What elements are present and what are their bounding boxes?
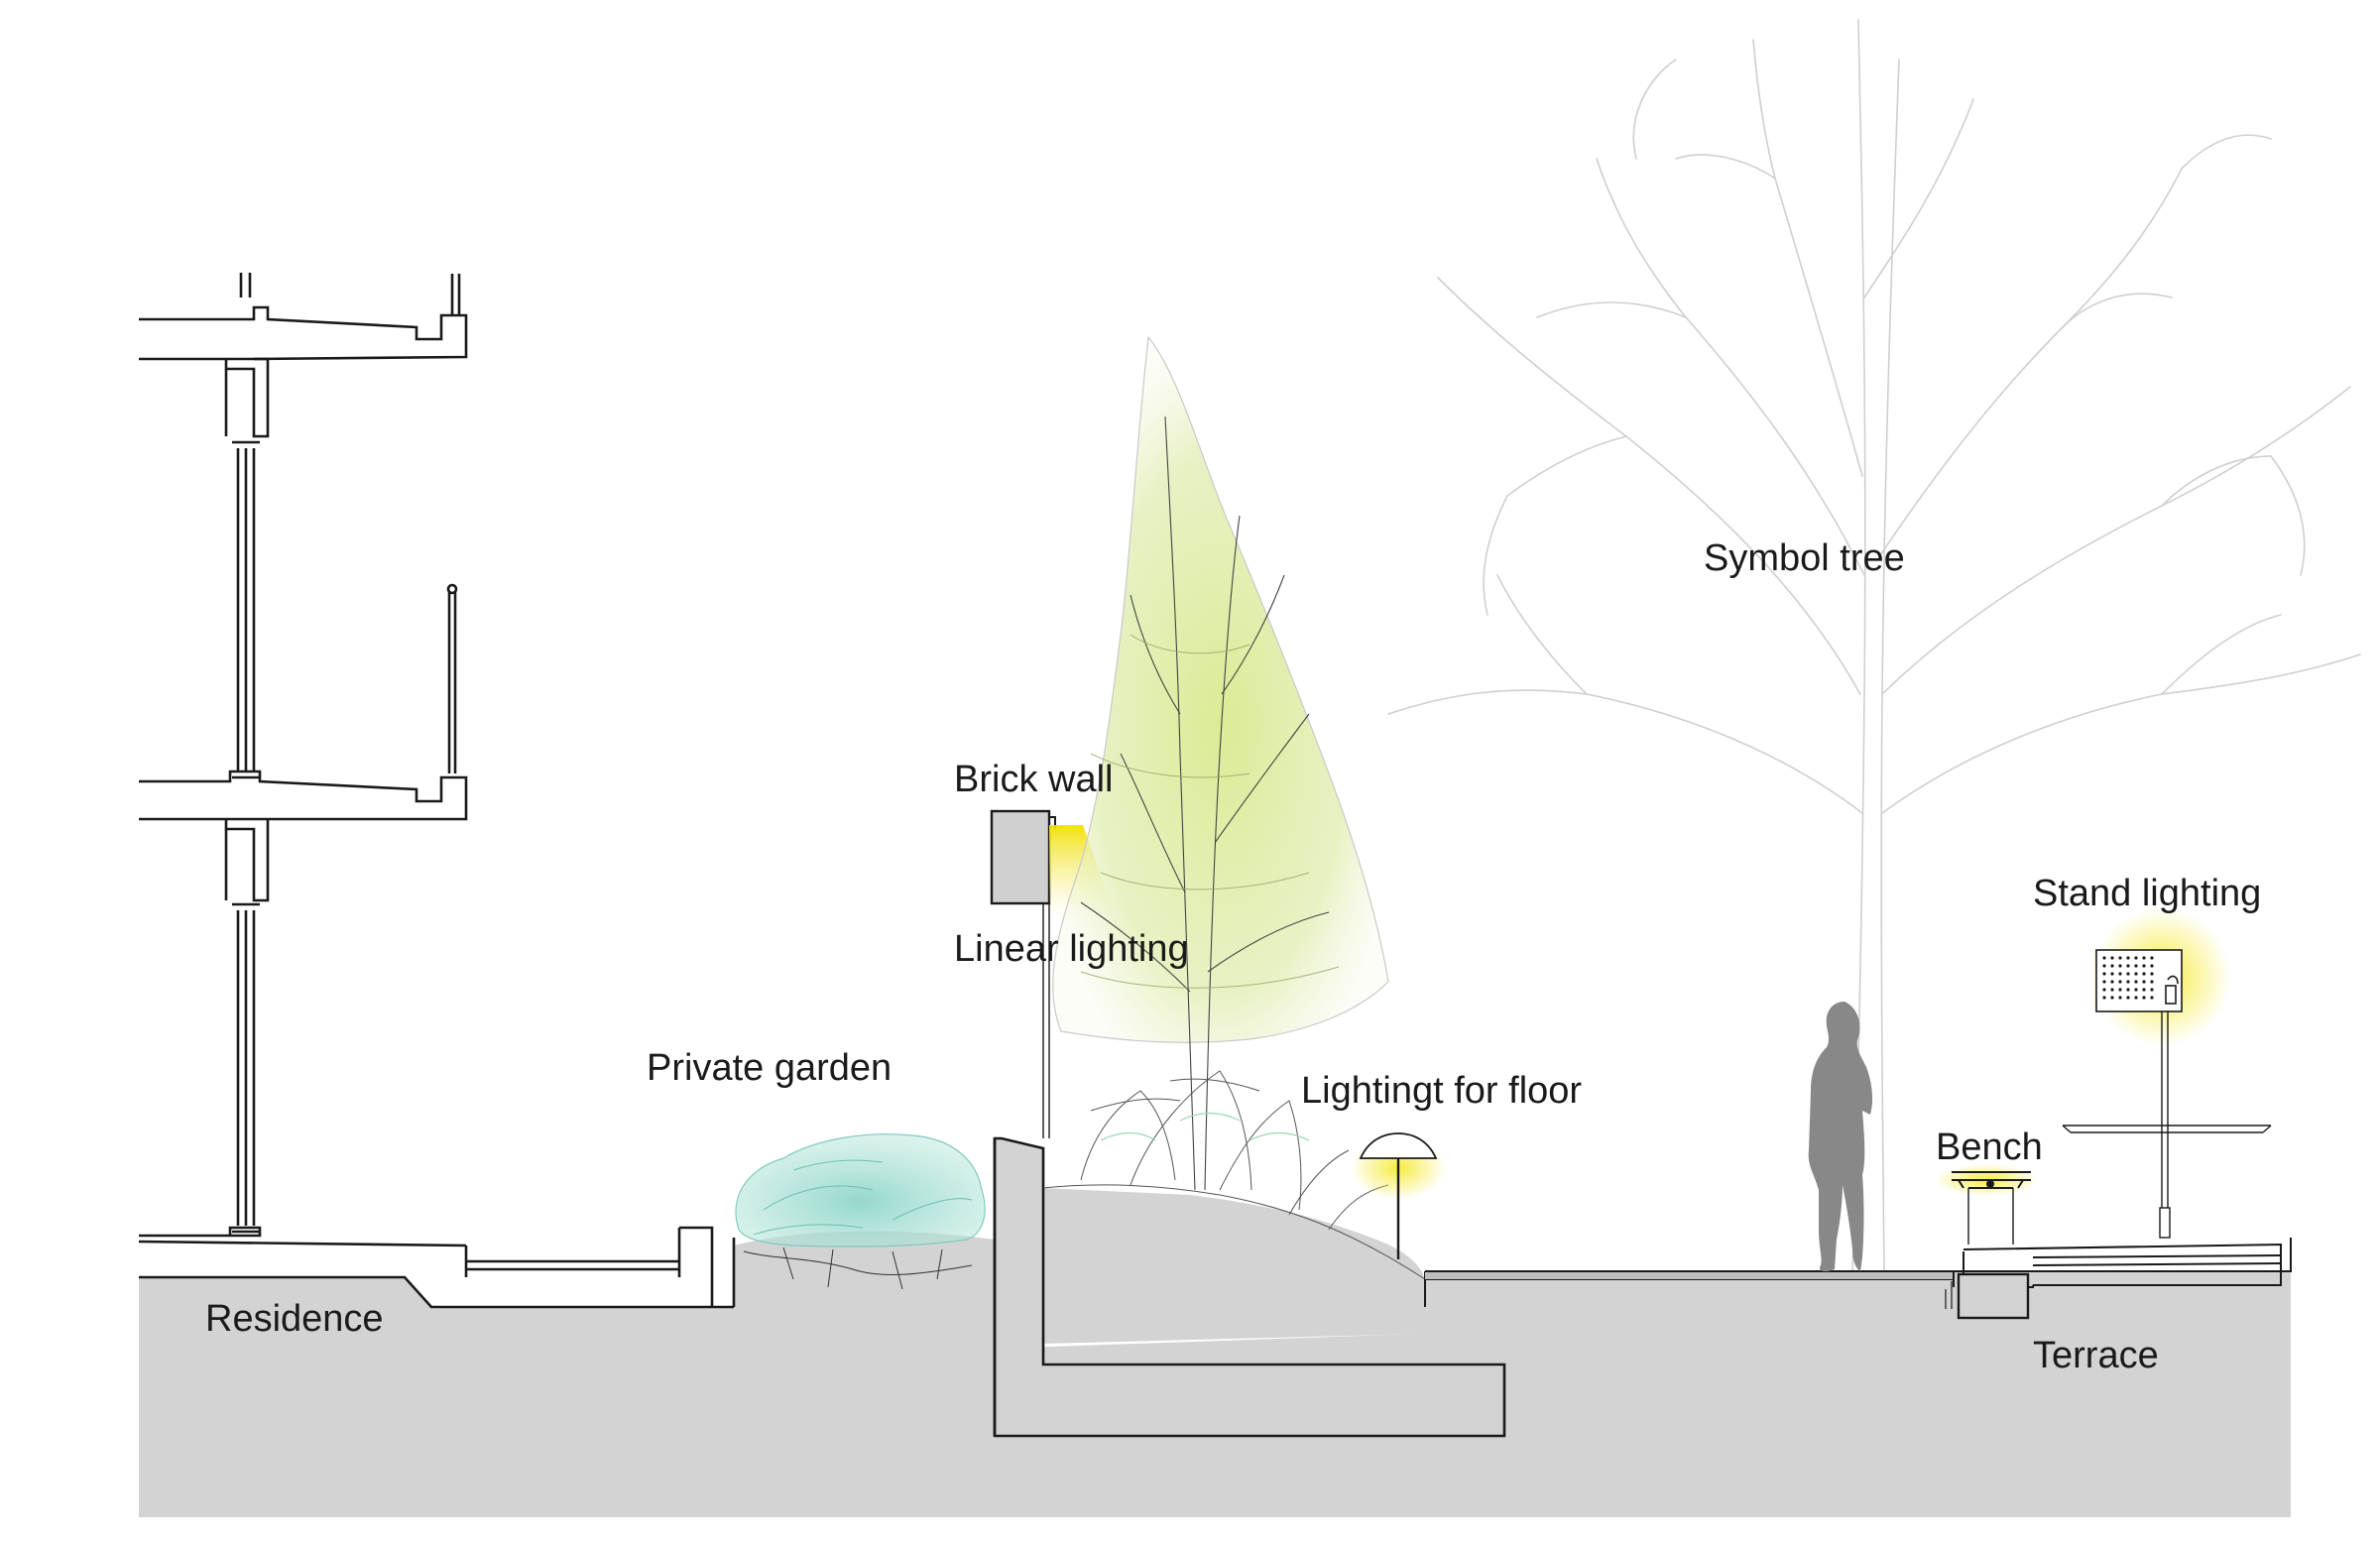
- label-brick-wall: Brick wall: [954, 759, 1114, 800]
- label-linear-lighting: Linear lighting: [954, 928, 1189, 970]
- residence-building: [138, 273, 736, 1309]
- label-symbol-tree: Symbol tree: [1704, 537, 1905, 579]
- label-private-garden: Private garden: [647, 1047, 892, 1089]
- person-silhouette: [1808, 1002, 1873, 1272]
- terrace: [1945, 1238, 2292, 1320]
- soil-mound: [734, 1231, 995, 1307]
- label-stand-lighting: Stand lighting: [2033, 873, 2262, 914]
- planting-mound: [1043, 1188, 1425, 1344]
- label-residence: Residence: [205, 1298, 384, 1340]
- label-terrace: Terrace: [2033, 1335, 2159, 1376]
- planting-bed: [1042, 1070, 1426, 1280]
- retaining-wall: [993, 1136, 1506, 1438]
- stand-lighting: [2062, 907, 2272, 1239]
- garden-shrub: [735, 1133, 986, 1290]
- symbol-tree: [1387, 19, 2361, 1272]
- floor-lighting: [1351, 1132, 1446, 1259]
- path-hatch: [1425, 1272, 1954, 1279]
- label-lighting-for-floor: Lightingt for floor: [1301, 1070, 1583, 1112]
- label-bench: Bench: [1936, 1127, 2043, 1168]
- bench: [1935, 1164, 2038, 1245]
- garden-tree: [1052, 335, 1389, 1191]
